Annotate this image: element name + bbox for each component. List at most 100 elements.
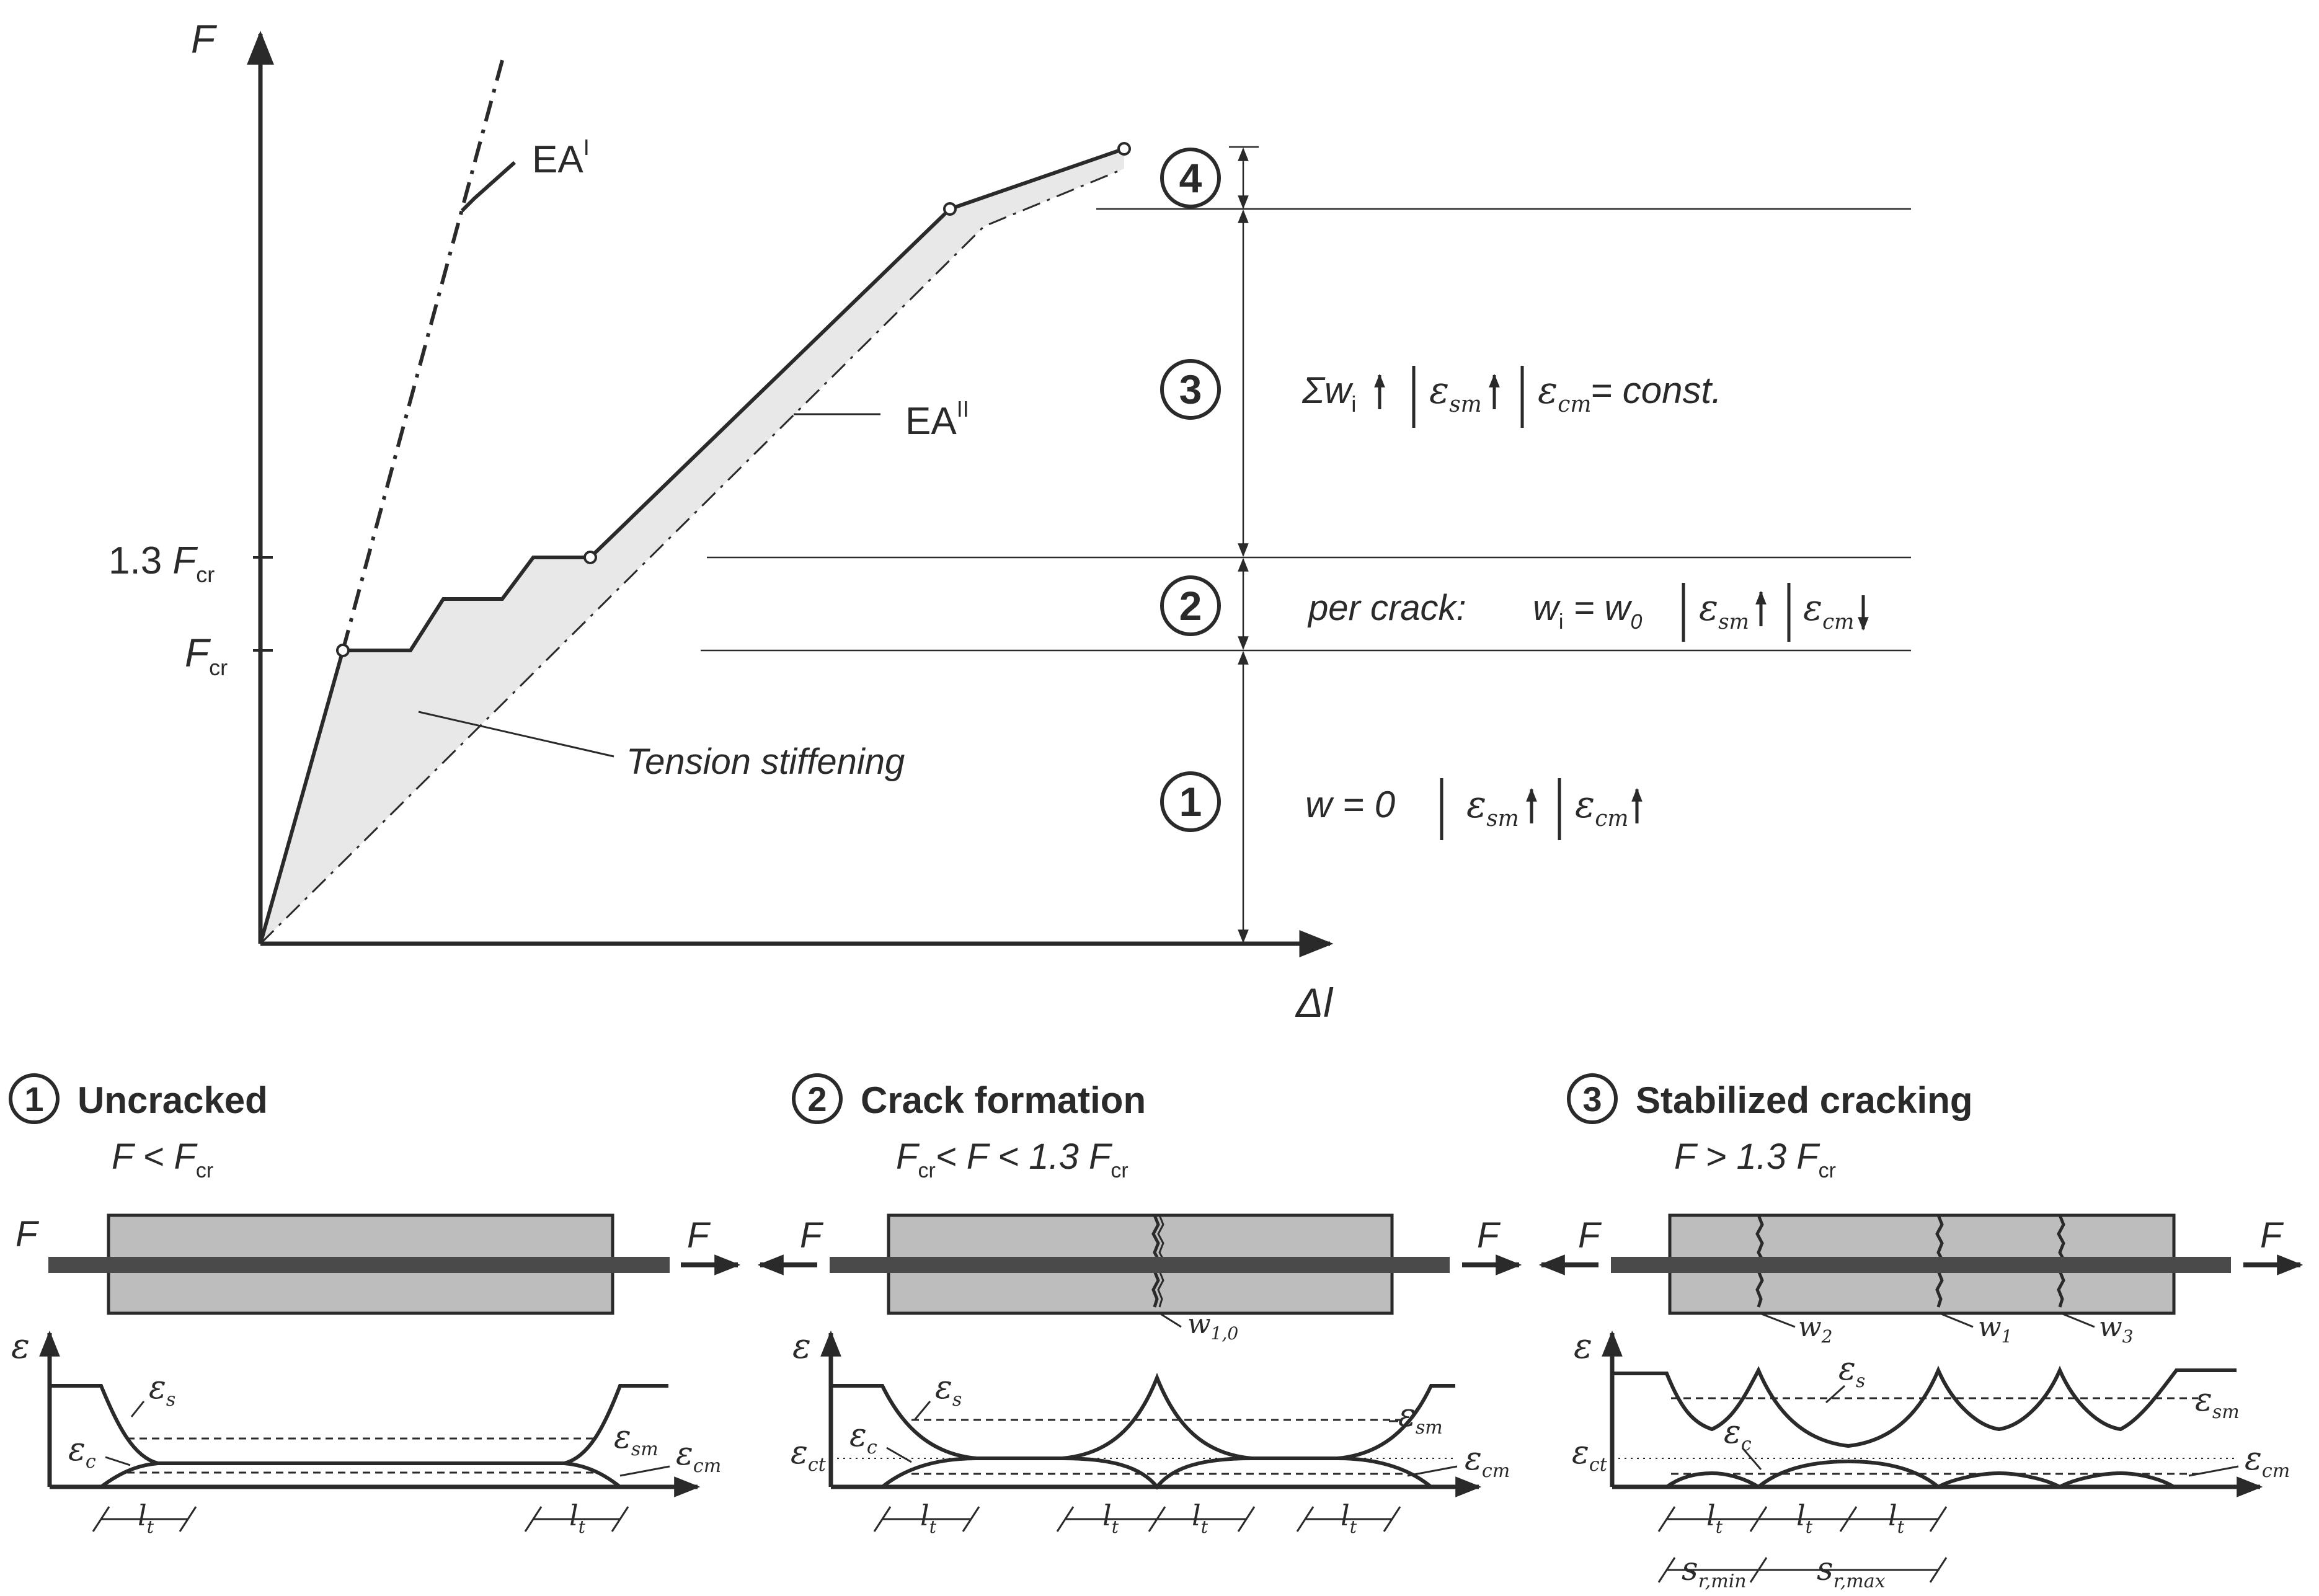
panel1-es-label: εs [149,1369,175,1411]
panel2-w10-leader [1159,1312,1182,1328]
panel3-eps-label: ε [1574,1326,1592,1367]
stage-3-description: Σwi εsm εcm = const. [1301,366,1722,428]
panel2-number: 2 [807,1080,827,1119]
panel3-w3-leader [2060,1312,2095,1328]
panel3-ect-label: εct [1572,1434,1608,1476]
panel2-w10-label: w1,0 [1187,1308,1238,1344]
svg-text:= const.: = const. [1590,370,1722,411]
stage-4-marker: 4 [1160,148,1221,208]
panel1-ecm-label: εcm [676,1435,721,1477]
panel3-number: 3 [1582,1080,1602,1119]
stage-3-marker: 3 [1160,359,1221,420]
ea1-label: EAI [532,135,590,181]
panel1-concrete-strain [100,1461,621,1489]
panel3-ecm-label: εcm [2245,1440,2290,1482]
panel3-lt-dimensions [1657,1506,1948,1532]
panel2-lt-2: lt [1102,1499,1119,1537]
panel1-lt-left: lt [138,1499,154,1537]
panel3-ec-leader [1741,1447,1762,1470]
panel2-ecm-leader [1407,1465,1458,1477]
panel2-number-circle [792,1073,843,1124]
ea2-line [259,167,1125,945]
panel1-es-leader [130,1401,145,1417]
svg-text:εcm: εcm [1538,369,1592,417]
panel2-lt-1: lt [920,1499,937,1537]
panel3-concrete-strain [1665,1459,2175,1489]
svg-text:4: 4 [1179,155,1202,201]
panel-uncracked: 1 Uncracked F < Fcr F F ε εs εc εsm εcm … [9,1073,741,1537]
panel3-lt-1: lt [1706,1499,1723,1537]
svg-text:per crack:: per crack: [1307,588,1466,628]
panel1-lt-right: lt [569,1499,586,1537]
stage-2-description: per crack: wi = w0 εsm εcm [1307,583,1869,642]
svg-text:wi = w0: wi = w0 [1533,588,1642,634]
panel3-lt-3: lt [1888,1499,1905,1537]
panel2-force-right: F [1477,1215,1501,1256]
tension-stiffening-leader [418,711,614,758]
panel2-steel-strain [831,1372,1455,1460]
svg-text:3: 3 [1179,366,1202,412]
panel-crack-formation: 2 Crack formation Fcr< F < 1.3 Fcr F F w… [757,1073,1522,1537]
panel3-title: Stabilized cracking [1636,1080,1973,1121]
panel3-es-label: εs [1838,1350,1865,1392]
ea1-leader [460,161,516,213]
panel1-force-right: F [687,1215,711,1256]
panel2-es-label: εs [935,1369,962,1411]
svg-text:εsm: εsm [1699,587,1749,634]
panel3-condition: F > 1.3 Fcr [1674,1137,1836,1182]
panel1-ec-label: εc [68,1431,96,1473]
panel3-srmax-label: sr,max [1817,1551,1886,1592]
panel2-ec-label: εc [849,1417,877,1458]
panel2-ect-label: εct [791,1434,827,1476]
force-elongation-diagram: F Δl EAI EAII Fcr 1.3 Fcr Tension stiffe… [109,17,1911,1026]
panel3-esm-label: εsm [2195,1381,2240,1423]
stage-1-marker: 1 [1160,771,1221,832]
panel-stabilized-cracking: 3 Stabilized cracking F > 1.3 Fcr F F w2… [1538,1073,2303,1592]
svg-text:1: 1 [1179,779,1202,825]
panel1-number: 1 [24,1080,43,1119]
panel2-concrete-strain [881,1456,1432,1490]
panel1-force-left: F [16,1214,40,1254]
curve-point-stabilized [583,551,597,564]
curve-point-crack [336,644,350,657]
panel2-title: Crack formation [861,1080,1146,1121]
panel1-esm-label: εsm [614,1419,658,1460]
curve-point-end [1117,142,1131,156]
panel2-force-left: F [800,1215,824,1256]
panel1-condition: F < Fcr [112,1137,213,1182]
panel3-lt-2: lt [1796,1499,1813,1537]
panel3-srmin-label: sr,min [1682,1551,1747,1592]
panel1-number-circle [9,1073,60,1124]
svg-text:εsm: εsm [1429,369,1482,417]
tick-label-fcr: Fcr [185,631,228,680]
panel2-ec-leader [886,1447,912,1463]
panel2-ecm-label: εcm [1465,1440,1510,1482]
panel1-ecm-leader [619,1465,670,1477]
ea1-line [341,55,505,651]
svg-text:εcm: εcm [1575,783,1629,831]
svg-text:2: 2 [1179,583,1202,629]
panel3-w2-leader [1759,1312,1796,1328]
panel3-force-right: F [2260,1215,2284,1256]
panel2-eps-label: ε [792,1326,811,1367]
tension-stiffening-label: Tension stiffening [626,742,905,782]
panel3-sr-dimensions [1657,1557,1948,1583]
stage-2-marker: 2 [1160,575,1221,636]
panel3-w2-label: w2 [1798,1311,1833,1347]
panel3-es-leader [1825,1385,1846,1404]
svg-text:εsm: εsm [1466,783,1519,831]
panel1-lt-dimensions [92,1506,629,1532]
tension-stiffening-area [260,149,1124,944]
y-axis-label: F [191,17,218,61]
panel3-ecm-leader [2188,1465,2239,1477]
ea2-label: EAII [905,396,969,443]
panel3-w1-label: w1 [1978,1311,2013,1347]
panel1-eps-label: ε [11,1326,30,1367]
panel3-w1-leader [1939,1312,1974,1328]
panel3-force-left: F [1578,1215,1602,1256]
panel1-title: Uncracked [78,1080,268,1121]
panel3-w3-label: w3 [2099,1311,2134,1347]
panel2-lt-dimensions [873,1506,1401,1532]
x-axis-label: Δl [1295,980,1334,1026]
